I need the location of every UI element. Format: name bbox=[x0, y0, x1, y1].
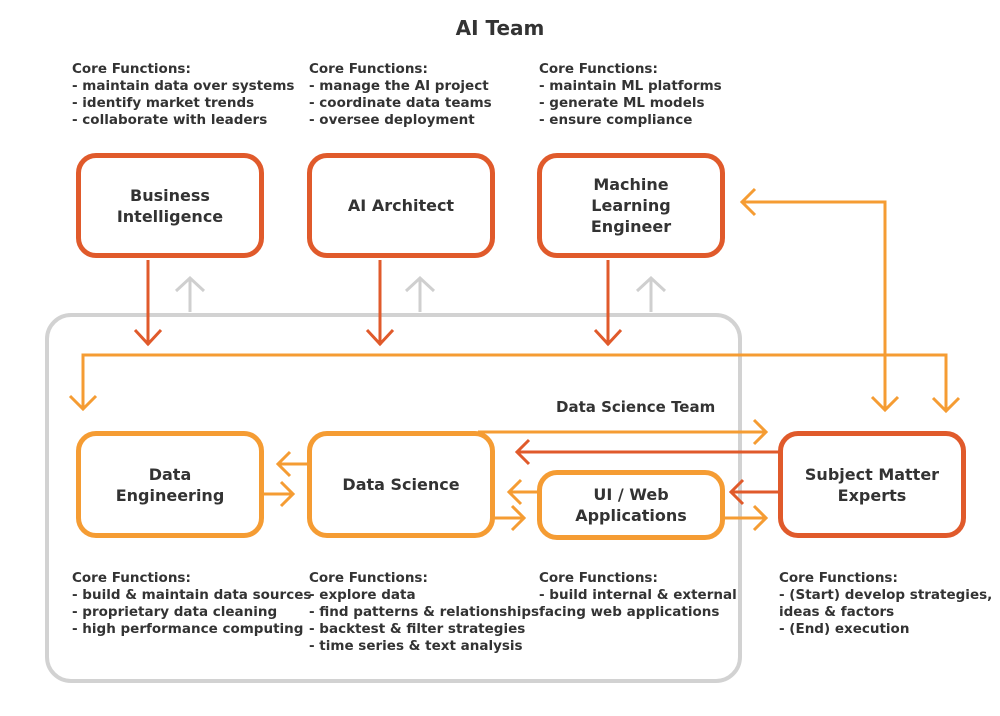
function-line: - time series & text analysis bbox=[309, 638, 523, 654]
distribution-line bbox=[81, 353, 948, 411]
function-line: Core Functions: bbox=[309, 570, 428, 586]
function-line: Core Functions: bbox=[309, 61, 428, 77]
function-line: - maintain data over systems bbox=[72, 78, 295, 94]
ui-to-ds-head bbox=[506, 478, 523, 506]
function-line: Core Functions: bbox=[72, 570, 191, 586]
function-line: - manage the AI project bbox=[309, 78, 489, 94]
function-line: - coordinate data teams bbox=[309, 95, 492, 111]
function-line: Core Functions: bbox=[779, 570, 898, 586]
data-engineering-arrow-head bbox=[68, 394, 98, 412]
function-line: - proprietary data cleaning bbox=[72, 604, 278, 620]
data-science-core-functions: Core Functions: - explore data - find pa… bbox=[309, 570, 539, 655]
de-to-ds-head bbox=[279, 480, 296, 508]
data-engineering-label: Data Engineering bbox=[115, 464, 225, 505]
business-intelligence-core-functions: Core Functions: - maintain data over sys… bbox=[72, 61, 294, 129]
data-science-team-frame bbox=[45, 313, 742, 683]
ai-architect-label: AI Architect bbox=[347, 196, 455, 215]
data-science-box: Data Science bbox=[307, 431, 495, 538]
business-intelligence-box: Business Intelligence bbox=[76, 153, 264, 258]
function-line: facing web applications bbox=[539, 604, 720, 620]
ml-engineer-label: Machine Learning Engineer bbox=[590, 175, 672, 236]
function-line: ideas & factors bbox=[779, 604, 895, 620]
ui-web-box: UI / Web Applications bbox=[537, 470, 725, 540]
ai-architect-core-functions: Core Functions: - manage the AI project … bbox=[309, 61, 492, 129]
ds-to-ui-head bbox=[510, 504, 527, 532]
ml-engineer-box: Machine Learning Engineer bbox=[537, 153, 725, 258]
ui-web-core-functions: Core Functions: - build internal & exter… bbox=[539, 570, 737, 621]
function-line: - build internal & external bbox=[539, 587, 737, 603]
function-line: - identify market trends bbox=[72, 95, 255, 111]
function-line: - build & maintain data sources bbox=[72, 587, 312, 603]
ml-down-arrow-head bbox=[593, 328, 623, 347]
data-engineering-core-functions: Core Functions: - build & maintain data … bbox=[72, 570, 311, 638]
distribution-arrows bbox=[68, 187, 961, 532]
sme-label: Subject Matter Experts bbox=[804, 464, 940, 505]
function-line: Core Functions: bbox=[72, 61, 191, 77]
function-line: - oversee deployment bbox=[309, 112, 475, 128]
ml-loop-line bbox=[742, 200, 887, 410]
function-line: - collaborate with leaders bbox=[72, 112, 268, 128]
function-line: Core Functions: bbox=[539, 61, 658, 77]
ui-to-sme-head bbox=[752, 504, 769, 532]
sme-box: Subject Matter Experts bbox=[778, 431, 966, 538]
function-line: - high performance computing bbox=[72, 621, 304, 637]
ds-to-sme-head bbox=[752, 418, 769, 446]
sme-right-arrow-head bbox=[931, 396, 961, 414]
function-line: - maintain ML platforms bbox=[539, 78, 722, 94]
business-intelligence-label: Business Intelligence bbox=[116, 185, 224, 226]
data-science-label: Data Science bbox=[342, 475, 460, 494]
sme-left-arrow-head bbox=[870, 395, 900, 413]
function-line: - find patterns & relationships bbox=[309, 604, 540, 620]
ml-loop-arrow-head bbox=[739, 187, 757, 217]
diagram-title: AI Team bbox=[455, 16, 545, 40]
function-line: - (Start) develop strategies, bbox=[779, 587, 993, 603]
function-line: - backtest & filter strategies bbox=[309, 621, 526, 637]
function-line: - generate ML models bbox=[539, 95, 705, 111]
bi-up-arrow-head bbox=[174, 275, 206, 293]
architect-down-arrow-head bbox=[365, 328, 395, 347]
sme-arrows bbox=[514, 438, 779, 506]
ml-engineer-core-functions: Core Functions: - maintain ML platforms … bbox=[539, 61, 722, 129]
ml-up-arrow-head bbox=[635, 275, 667, 293]
architect-up-arrow-head bbox=[404, 275, 436, 293]
ai-architect-box: AI Architect bbox=[307, 153, 495, 258]
bi-down-arrow-head bbox=[133, 328, 163, 347]
function-line: - explore data bbox=[309, 587, 416, 603]
sme-core-functions: Core Functions: - (Start) develop strate… bbox=[779, 570, 992, 638]
up-arrows bbox=[174, 275, 667, 312]
ui-web-label: UI / Web Applications bbox=[575, 485, 687, 525]
function-line: - ensure compliance bbox=[539, 112, 693, 128]
sme-to-ds-head bbox=[514, 438, 531, 466]
function-line: Core Functions: bbox=[539, 570, 658, 586]
data-science-team-label: Data Science Team bbox=[556, 398, 716, 416]
data-engineering-box: Data Engineering bbox=[76, 431, 264, 538]
function-line: - (End) execution bbox=[779, 621, 910, 637]
ds-to-de-head bbox=[275, 450, 292, 478]
down-arrows bbox=[133, 260, 623, 347]
sme-to-ui-head bbox=[728, 478, 745, 506]
